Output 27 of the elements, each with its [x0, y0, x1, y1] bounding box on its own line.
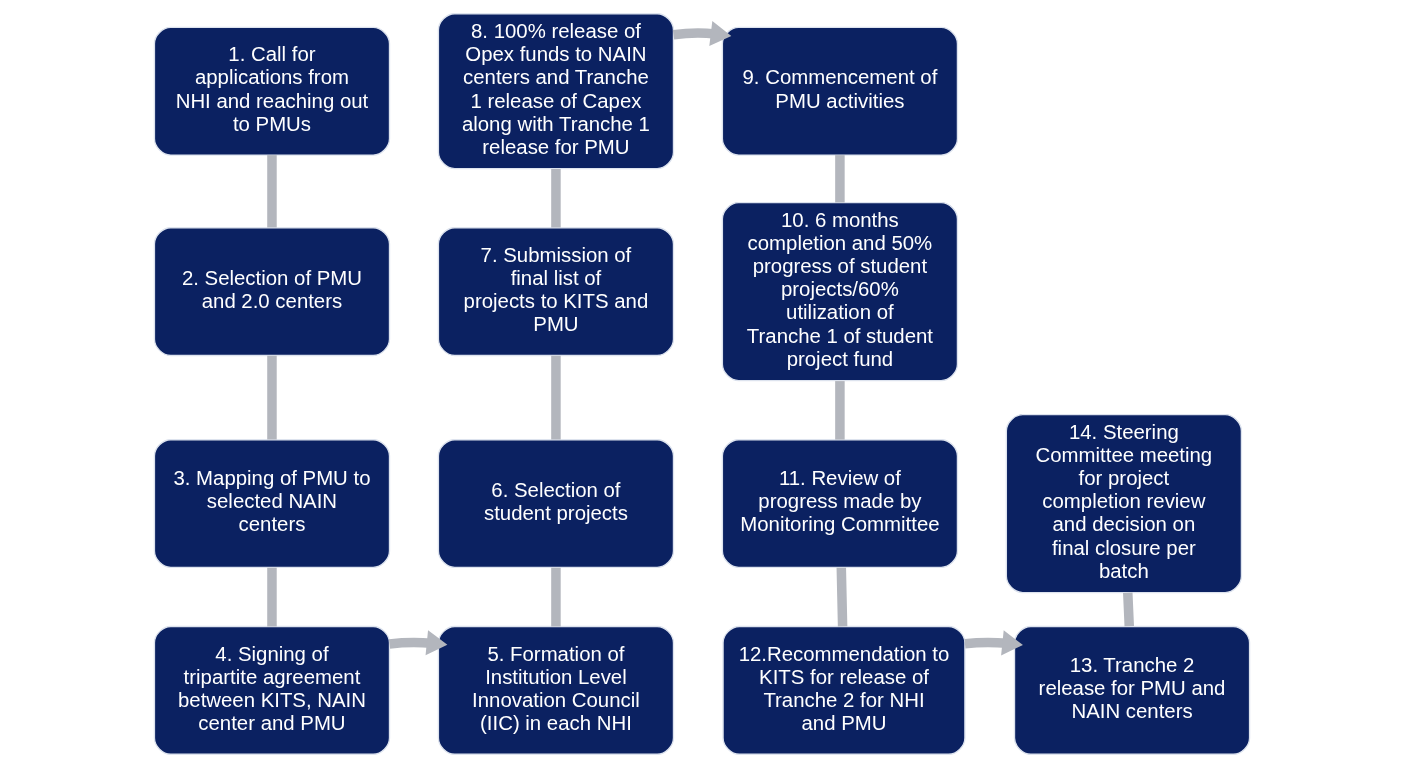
arrow [388, 630, 447, 656]
arrow [672, 20, 731, 46]
connector [266, 355, 277, 440]
node-box: 11. Review of progress made by Monitoring Committee [721, 439, 958, 569]
connector [550, 355, 561, 440]
node-box: 9. Commencement of PMU activities [721, 26, 958, 156]
connector [834, 155, 845, 203]
node-box: 6. Selection of student projects [437, 439, 674, 569]
connector [836, 567, 847, 627]
node-box: 7. Submission of final list of projects to KITS and PMU [437, 227, 674, 357]
node-box: 5. Formation of Institution Level Innovation Council (IIC) in each NHI [437, 625, 674, 755]
node-box: 12.Recommendation to KITS for release of Tranche 2 for NHI and PMU [721, 625, 966, 755]
node-box: 14. Steering Committee meeting for project completion review and decision on final closure per batch [1005, 413, 1242, 594]
connector [550, 169, 561, 228]
node-box: 1. Call for applications from NHI and reaching out to PMUs [153, 26, 390, 156]
node-box: 2. Selection of PMU and 2.0 centers [153, 227, 390, 357]
connector [1122, 592, 1134, 627]
node-box: 10. 6 months completion and 50% progress of student projects/60% utilization of Tranche 1 of student project fund [721, 201, 958, 382]
arrow [963, 630, 1023, 656]
connector [834, 381, 845, 440]
connector [266, 155, 277, 228]
connector [266, 567, 277, 627]
node-box: 13. Tranche 2 release for PMU and NAIN centers [1013, 625, 1250, 755]
connector [550, 567, 561, 627]
node-box: 4. Signing of tripartite agreement between KITS, NAIN center and PMU [153, 625, 390, 755]
node-box: 3. Mapping of PMU to selected NAIN centers [153, 439, 390, 569]
node-box: 8. 100% release of Opex funds to NAIN centers and Tranche 1 release of Capex along with Tranche 1 release for PMU [437, 13, 674, 170]
